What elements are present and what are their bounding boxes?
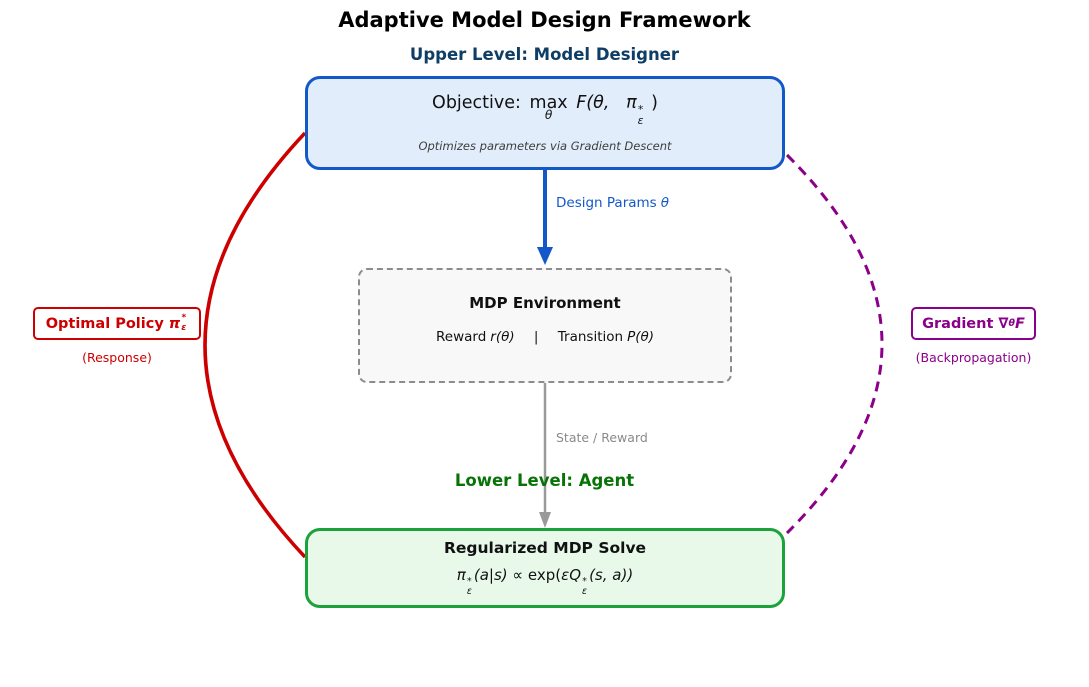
q-supsub: *ε <box>582 576 588 598</box>
propto-symbol: ∝ <box>512 566 524 585</box>
eps-q: εQ <box>561 566 582 585</box>
gradient-f: F <box>1014 315 1025 332</box>
pi-symbol: π <box>626 92 637 113</box>
objective-prefix: Objective: <box>432 92 521 113</box>
solve-title: Regularized MDP Solve <box>443 539 647 558</box>
transition-math: P(θ) <box>627 329 654 345</box>
max-operator: max θ <box>529 92 568 122</box>
response-caption: (Response) <box>82 350 152 365</box>
regularized-mdp-solve-box: Regularized MDP Solve π*ε(a|s) ∝ exp(εQ*… <box>305 528 785 608</box>
state-reward-label: State / Reward <box>556 430 648 445</box>
lower-level-heading: Lower Level: Agent <box>454 471 635 490</box>
state-reward-arrow-head <box>539 512 551 528</box>
mdp-title: MDP Environment <box>469 294 621 312</box>
upper-level-heading: Upper Level: Model Designer <box>409 45 680 64</box>
theta-symbol: θ <box>660 195 669 211</box>
nabla-symbol: ∇ <box>998 315 1009 332</box>
pi-symbol: π <box>168 315 181 332</box>
objective-close-paren: ) <box>651 92 658 113</box>
nabla-sub-theta: θ <box>1008 318 1015 329</box>
design-params-arrow-head <box>537 247 553 265</box>
exp-open: exp( <box>527 566 562 585</box>
solve-end: (s, a)) <box>589 566 634 585</box>
optimal-policy-curve <box>203 131 307 559</box>
backpropagation-caption: (Backpropagation) <box>915 350 1032 365</box>
objective-f-part: F(θ, <box>576 92 621 113</box>
objective-box: Objective: max θ F(θ, π*ε ) Optimizes pa… <box>305 76 785 170</box>
pi-supsub: *ε <box>181 313 187 333</box>
max-under-theta: θ <box>544 107 553 122</box>
objective-note: Optimizes parameters via Gradient Descen… <box>418 139 672 154</box>
mdp-separator: | <box>533 329 539 345</box>
pi-symbol: π <box>456 566 466 585</box>
reward-math: r(θ) <box>490 329 515 345</box>
solve-mid: (a|s) <box>473 566 508 585</box>
page-title: Adaptive Model Design Framework <box>338 8 751 32</box>
solve-formula: π*ε(a|s) ∝ exp(εQ*ε(s, a)) <box>457 566 633 597</box>
objective-formula: Objective: max θ F(θ, π*ε ) <box>432 93 658 127</box>
pi-supsub: *ε <box>466 576 472 598</box>
pi-supsub: *ε <box>637 102 644 127</box>
